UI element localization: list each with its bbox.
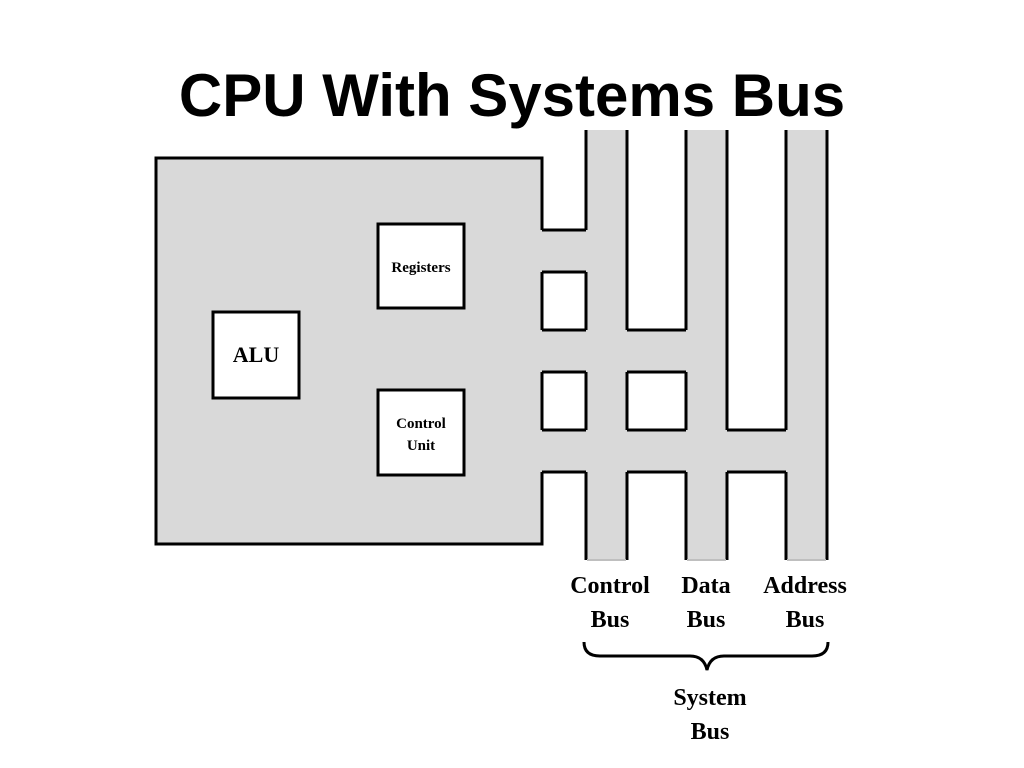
system-bus-brace (582, 641, 830, 671)
data-bus-column (685, 130, 728, 560)
control-bus-label-line1: Control (570, 573, 650, 599)
data-bus-label-line1: Data (681, 573, 730, 599)
data-bus-label-line2: Bus (687, 607, 726, 633)
address-bus-column (785, 130, 828, 560)
bus-outlines (542, 130, 829, 560)
connector-address (540, 430, 786, 472)
slide-title: CPU With Systems Bus (178, 62, 846, 129)
connector-control (540, 230, 586, 272)
connector-data (540, 330, 686, 372)
control-unit-label-line1: Control (396, 416, 446, 432)
control-unit-label-line2: Unit (407, 438, 435, 454)
alu-box: ALU (211, 310, 301, 400)
registers-box: Registers (376, 222, 466, 310)
bus-connectors (540, 230, 786, 472)
alu-label: ALU (233, 342, 280, 367)
control-bus-label-line2: Bus (591, 607, 630, 633)
control-unit-box: Control Unit (376, 388, 466, 477)
address-bus-label-line1: Address (763, 573, 847, 599)
system-bus-label-line2: Bus (691, 719, 730, 745)
registers-label: Registers (391, 260, 450, 276)
address-bus-label-line2: Bus (786, 607, 825, 633)
system-bus-label-line1: System (673, 685, 746, 711)
